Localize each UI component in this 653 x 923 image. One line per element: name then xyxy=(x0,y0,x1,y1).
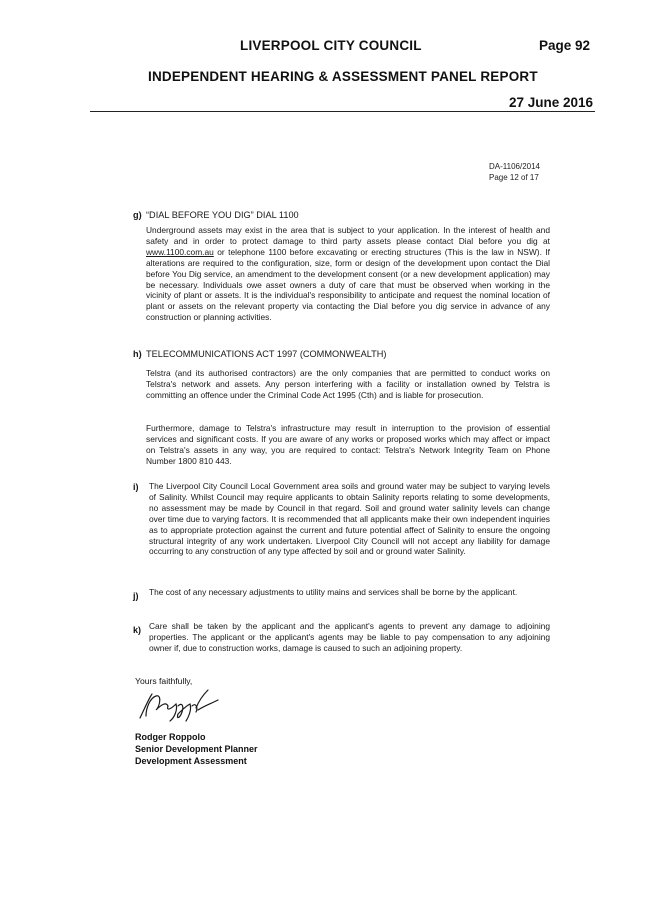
signatory-position: Senior Development Planner xyxy=(135,744,258,754)
section-g-body: Underground assets may exist in the area… xyxy=(146,225,550,323)
da-number: DA-1106/2014 xyxy=(489,162,540,171)
handwritten-signature xyxy=(139,689,219,722)
section-h-paragraph-1: Telstra (and its authorised contractors)… xyxy=(146,368,550,400)
section-h-label: h) xyxy=(133,349,142,359)
section-k-text: Care shall be taken by the applicant and… xyxy=(149,621,550,653)
signatory-department: Development Assessment xyxy=(135,756,247,766)
section-g-text-start: Underground assets may exist in the area… xyxy=(146,225,550,246)
section-g-title: “DIAL BEFORE YOU DIG” DIAL 1100 xyxy=(146,210,299,220)
reference-block: DA-1106/2014 Page 12 of 17 xyxy=(489,162,540,183)
section-g-label: g) xyxy=(133,210,142,220)
report-title: INDEPENDENT HEARING & ASSESSMENT PANEL R… xyxy=(148,69,538,84)
header-divider xyxy=(90,111,595,112)
signatory-name: Rodger Roppolo xyxy=(135,732,206,742)
section-j-text: The cost of any necessary adjustments to… xyxy=(149,587,518,597)
page-of-count: Page 12 of 17 xyxy=(489,172,539,182)
section-h-title: TELECOMMUNICATIONS ACT 1997 (COMMONWEALT… xyxy=(146,349,387,359)
page-number: Page 92 xyxy=(539,38,591,53)
section-i-label: i) xyxy=(133,482,139,492)
report-date: 27 June 2016 xyxy=(509,95,594,110)
section-i-text: The Liverpool City Council Local Governm… xyxy=(149,481,550,557)
section-g-text-end: or telephone 1100 before excavating or e… xyxy=(146,246,550,323)
dial-before-you-dig-link[interactable]: www.1100.com.au xyxy=(146,246,214,257)
council-name: LIVERPOOL CITY COUNCIL xyxy=(240,38,422,53)
salutation: Yours faithfully, xyxy=(135,676,193,686)
section-h-paragraph-2: Furthermore, damage to Telstra's infrast… xyxy=(146,423,550,466)
section-j-label: j) xyxy=(133,591,139,601)
signatory-block: Rodger Roppolo Senior Development Planne… xyxy=(135,731,258,767)
section-k-label: k) xyxy=(133,625,142,635)
